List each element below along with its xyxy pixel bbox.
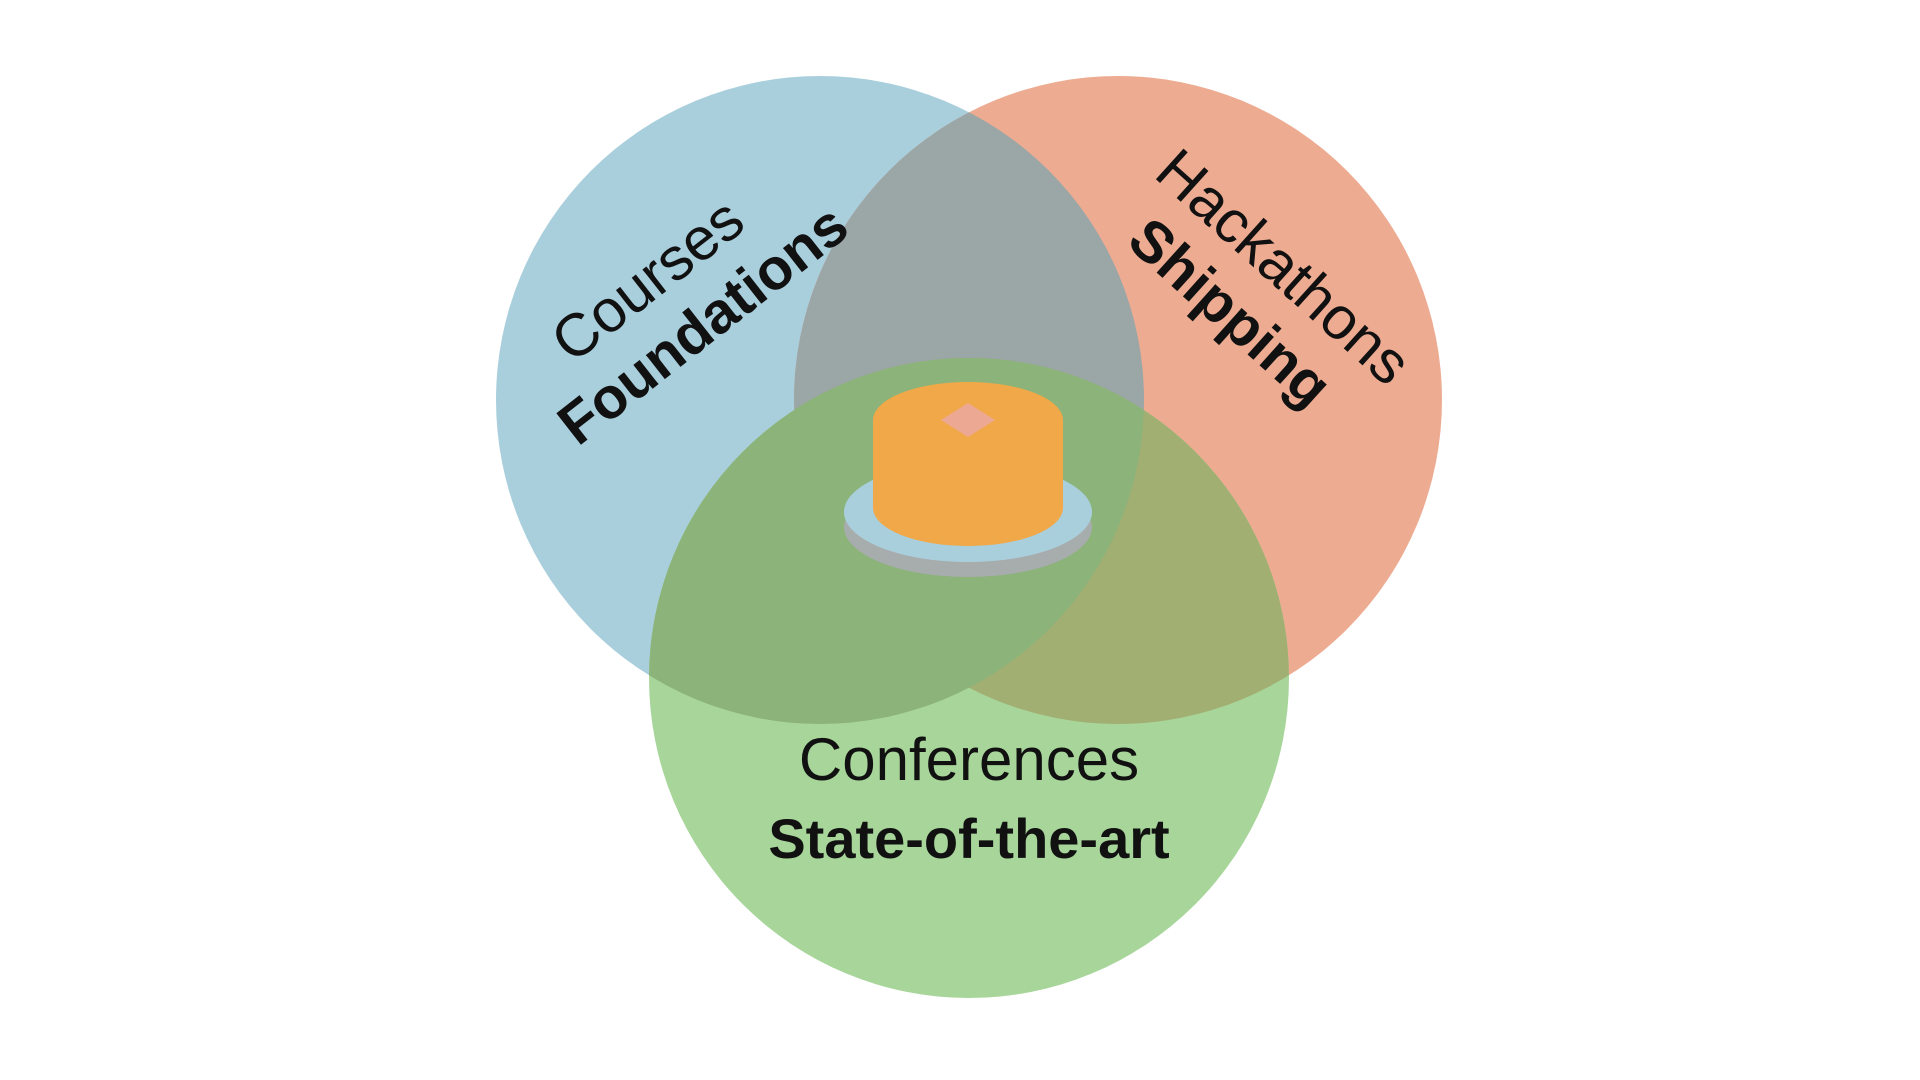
conferences-label: Conferences — [799, 726, 1139, 793]
conferences-subtitle: State-of-the-art — [768, 807, 1169, 870]
cake-on-plate-icon — [844, 382, 1092, 577]
